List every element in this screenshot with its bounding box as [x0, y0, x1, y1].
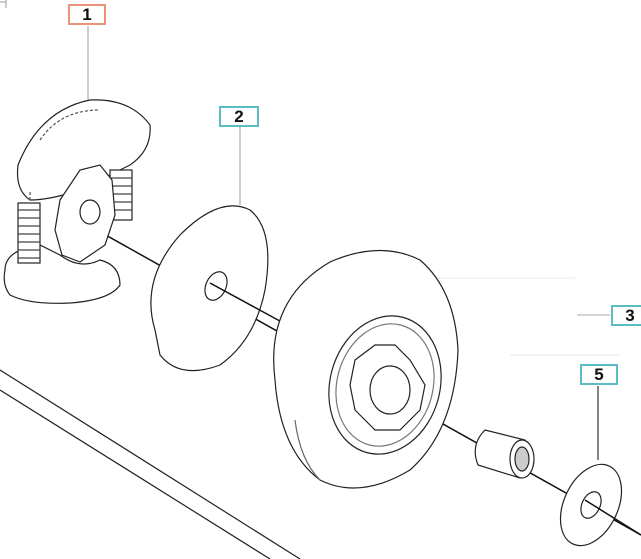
small-washer-part[interactable] [548, 455, 633, 556]
washer-part[interactable] [150, 205, 269, 372]
needle-bearing-part[interactable] [474, 429, 535, 479]
callout-3[interactable]: 3 [611, 305, 641, 326]
callout-2[interactable]: 2 [219, 106, 259, 127]
guide-bar-edge [0, 369, 301, 559]
callout-1[interactable]: 1 [68, 4, 106, 25]
callout-5[interactable]: 5 [580, 364, 618, 385]
clutch-drum-part[interactable] [273, 249, 459, 489]
clutch-part[interactable] [3, 99, 151, 304]
